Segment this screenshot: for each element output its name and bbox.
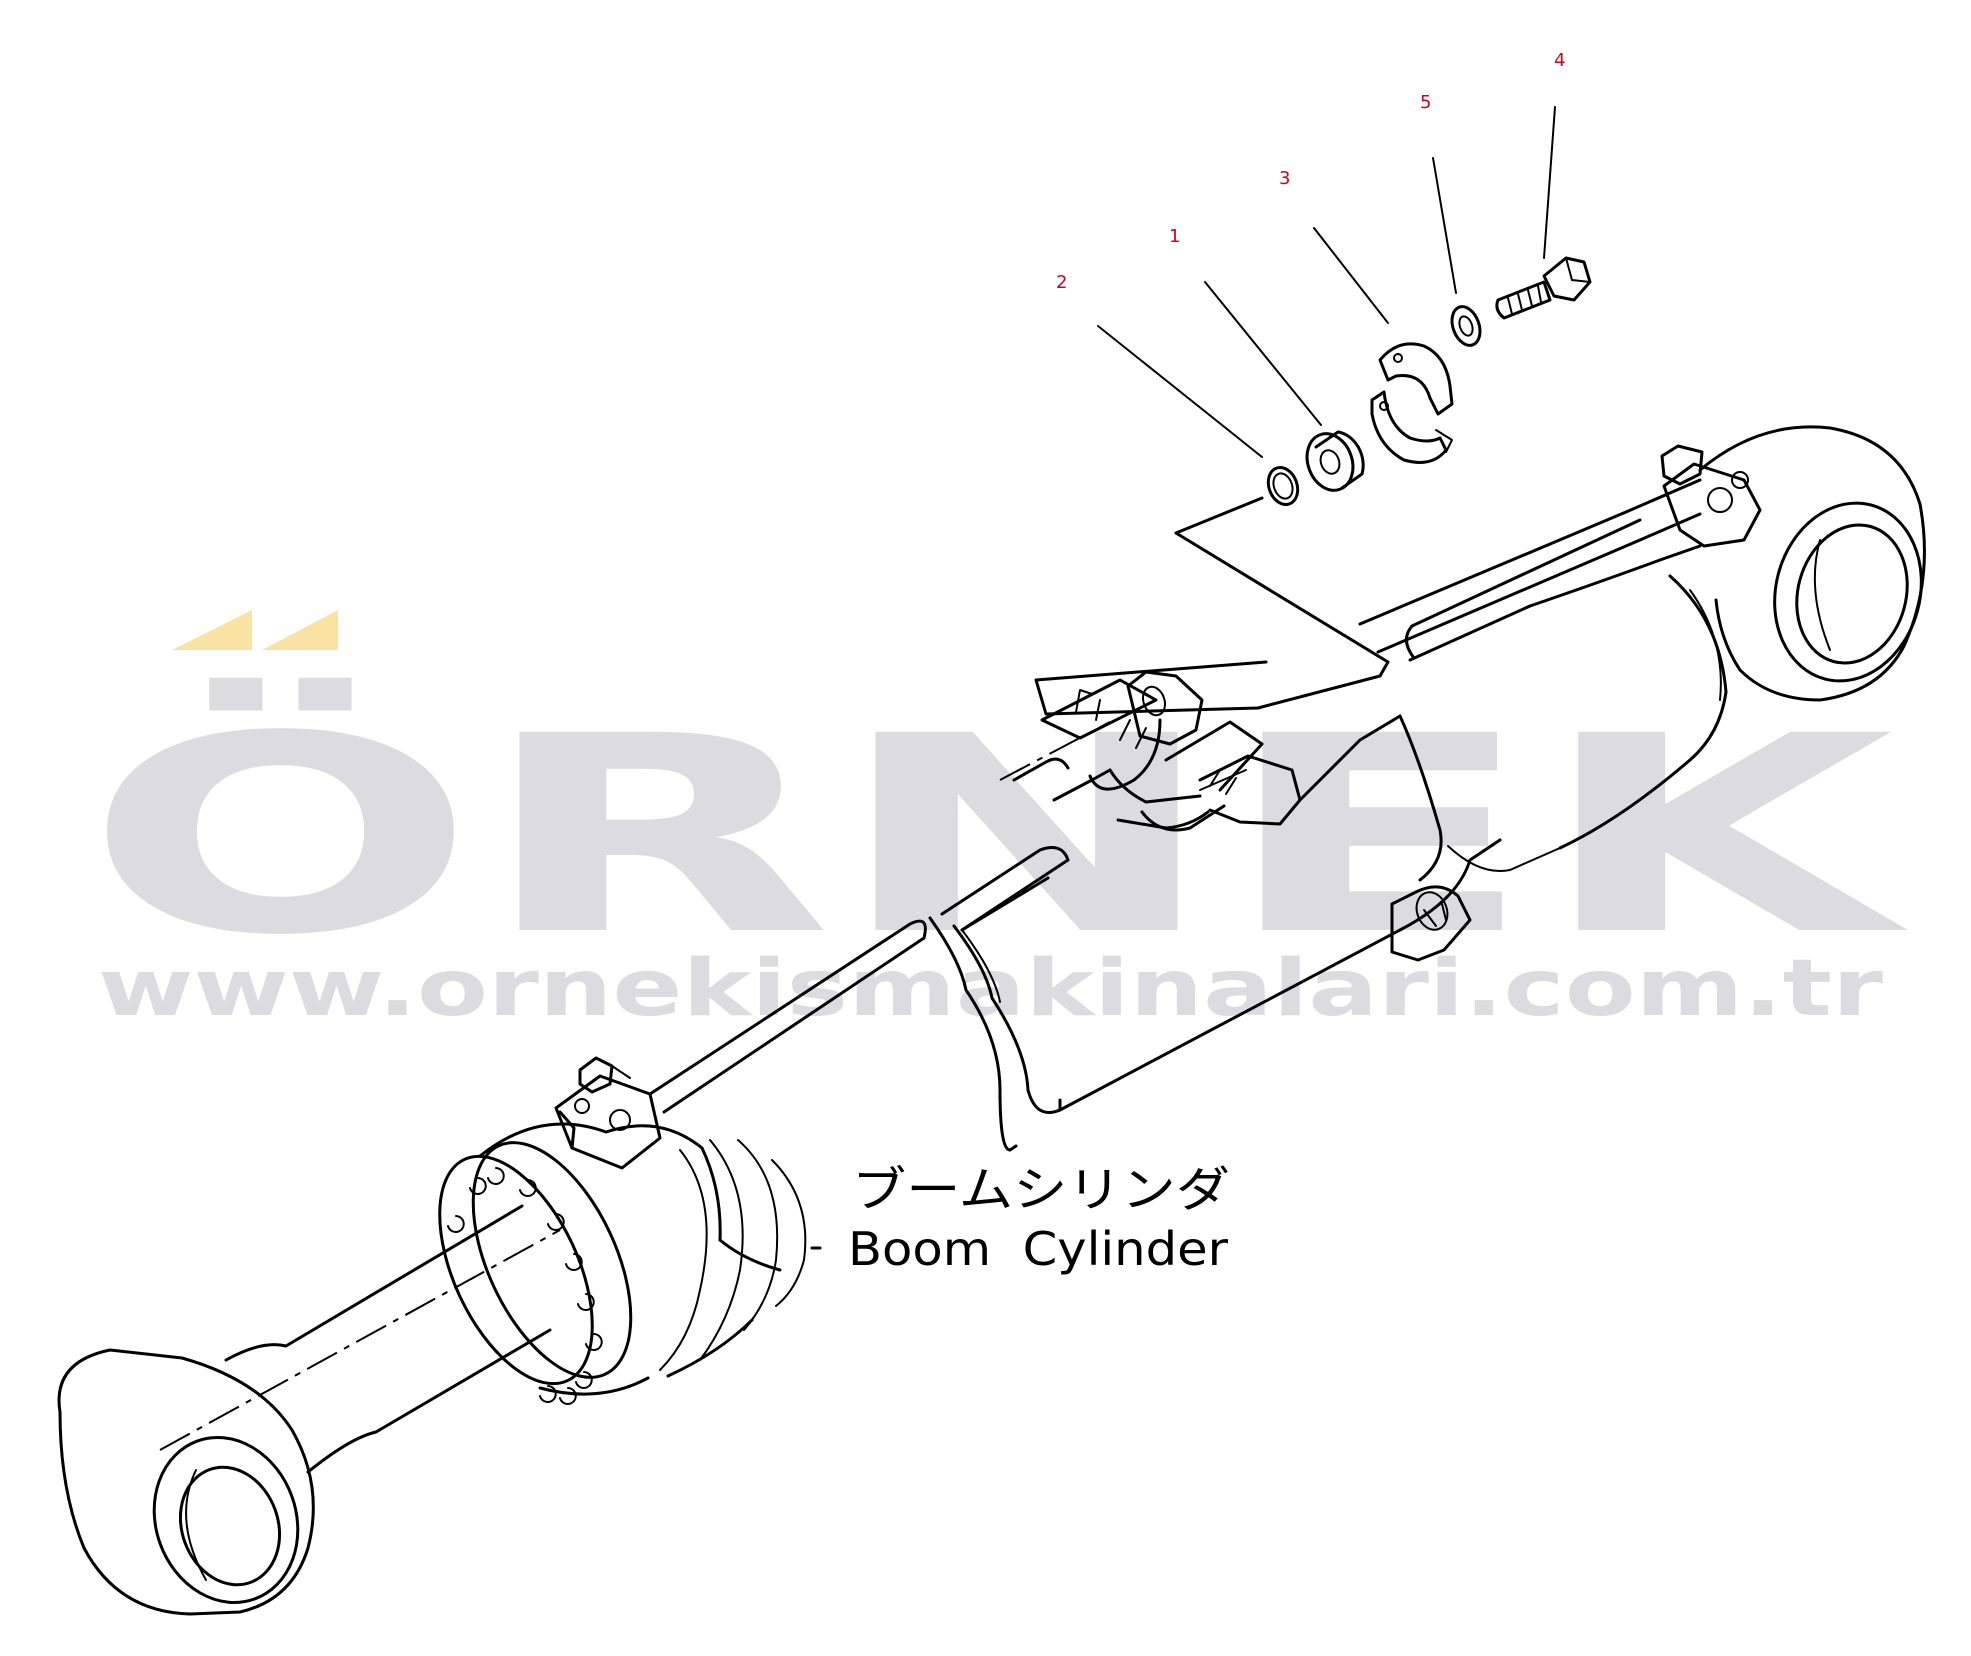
callout-2: 2 xyxy=(1056,272,1067,293)
spacer-part xyxy=(1305,430,1365,492)
piston-rod xyxy=(159,1204,561,1474)
umlaut-left-mark xyxy=(172,610,252,650)
head-bolts xyxy=(447,1167,603,1405)
bolt-part xyxy=(1495,256,1592,320)
rod-eye xyxy=(57,1348,315,1616)
cylinder-head xyxy=(438,1122,650,1405)
detail-outline xyxy=(1034,496,1390,716)
cylinder-barrel-left xyxy=(604,1124,807,1378)
rear-port-block xyxy=(554,1056,662,1170)
cylinder-barrel-right xyxy=(960,518,1728,1112)
label-english: Boom Cylinder xyxy=(848,1222,1228,1276)
callout-4: 4 xyxy=(1554,50,1565,71)
callout-3: 3 xyxy=(1279,168,1290,189)
watermark: ÖRNEK www.ornekismakinalari.com.tr xyxy=(84,610,1911,1034)
o-ring-part xyxy=(1266,466,1300,506)
hydraulic-pipe xyxy=(648,478,1702,1114)
washer-part xyxy=(1450,305,1482,347)
bottom-eye xyxy=(1660,425,1926,702)
umlaut-right-mark xyxy=(262,610,338,650)
leader-lines xyxy=(1097,106,1556,458)
split-flange-part xyxy=(1370,342,1454,464)
callout-1: 1 xyxy=(1169,226,1180,247)
component-label: ブームシリンダ Boom Cylinder xyxy=(810,1162,1230,1276)
callout-numbers: 2 1 3 5 4 xyxy=(1056,50,1565,293)
break-lines xyxy=(928,916,1062,1152)
callout-5: 5 xyxy=(1420,92,1431,113)
watermark-brand: ÖRNEK xyxy=(84,675,1911,995)
boom-cylinder xyxy=(57,425,1926,1616)
label-japanese: ブームシリンダ xyxy=(852,1162,1230,1218)
pipe-clamp xyxy=(1040,670,1302,832)
